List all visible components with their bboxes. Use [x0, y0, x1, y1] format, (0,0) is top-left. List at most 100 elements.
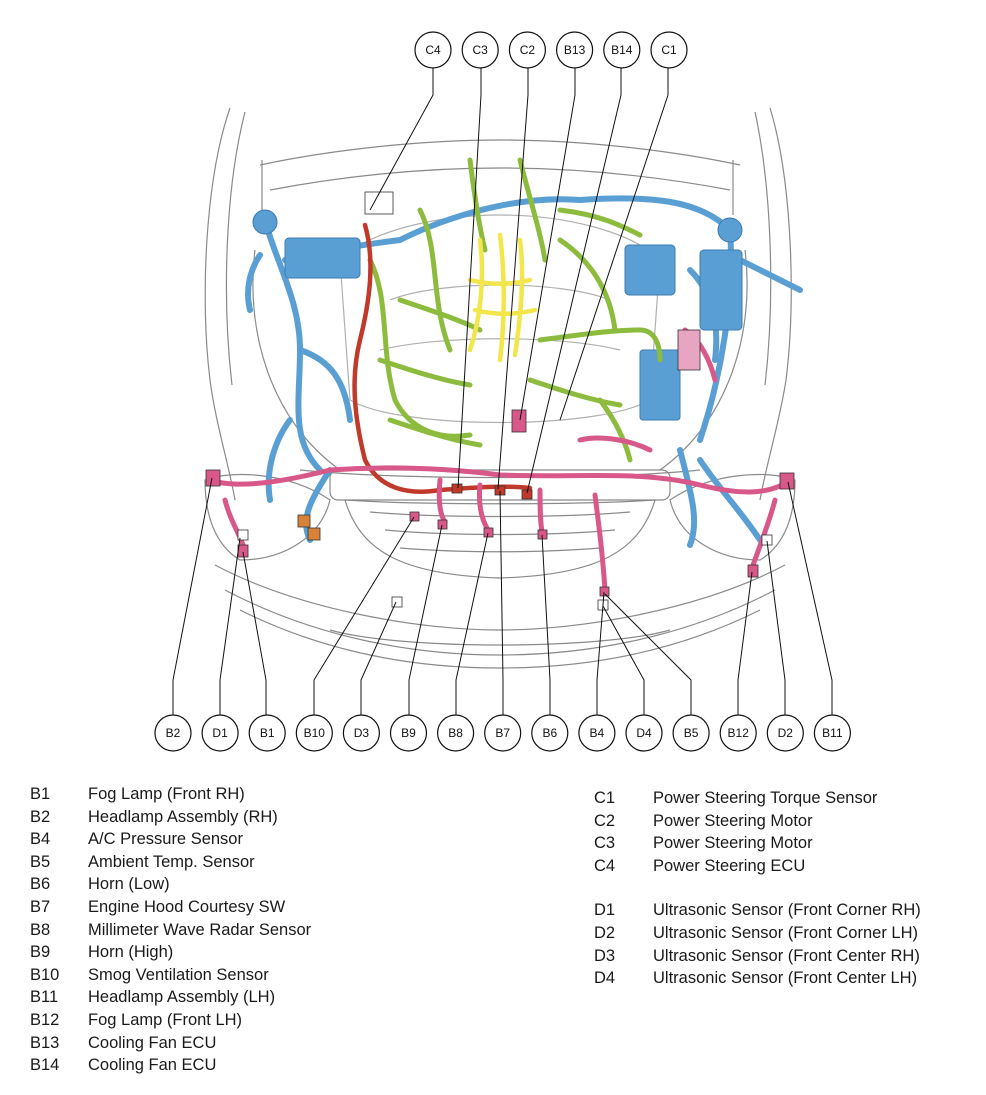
- connector-markers: [205, 191, 795, 611]
- legend-label: Fog Lamp (Front LH): [88, 1010, 243, 1029]
- callout-label: C4: [425, 43, 441, 57]
- callout-label: D2: [778, 726, 794, 740]
- harness-red: [352, 222, 533, 494]
- legend-code: B2: [30, 807, 51, 826]
- legend-code: D1: [594, 901, 616, 920]
- legend-label: Engine Hood Courtesy SW: [88, 897, 286, 916]
- callout-b5: B5: [672, 714, 710, 752]
- legend-row-b8: B8 Millimeter Wave Radar Sensor: [30, 919, 311, 942]
- legend-label: Headlamp Assembly (RH): [88, 807, 278, 826]
- legend-code: B13: [30, 1033, 60, 1052]
- legend-label: Fog Lamp (Front RH): [88, 785, 245, 803]
- legend-label: Power Steering Motor: [653, 834, 813, 853]
- legend-code: C1: [594, 789, 616, 807]
- legend-code: D3: [594, 946, 616, 965]
- callout-circle: [248, 714, 286, 752]
- callout-circle: [461, 31, 499, 69]
- callout-b11: B11: [813, 714, 852, 752]
- callout-c2: C2: [508, 31, 547, 69]
- legend-code: C4: [594, 856, 616, 875]
- legend-code: B4: [30, 830, 51, 849]
- harness-blue-boxes: [252, 209, 743, 421]
- legend-row-b2: B2 Headlamp Assembly (RH): [30, 806, 311, 829]
- legend-code: B8: [30, 920, 51, 939]
- legend-label: A/C Pressure Sensor: [88, 830, 243, 849]
- legend-code: D2: [594, 923, 616, 942]
- legend-gap: [594, 877, 921, 899]
- callout-b9: B9: [389, 714, 428, 752]
- legend-label: Ultrasonic Sensor (Front Center LH): [653, 969, 918, 988]
- legend-code: B6: [30, 875, 51, 894]
- legend-label: Millimeter Wave Radar Sensor: [88, 920, 312, 939]
- callout-d3: D3: [342, 714, 380, 752]
- leader-lines: [172, 68, 833, 716]
- legend-row-b4: B4 A/C Pressure Sensor: [30, 828, 311, 851]
- callout-label: C3: [473, 43, 489, 57]
- legend-label: Horn (Low): [88, 875, 170, 894]
- legend-row-c3: C3 Power Steering Motor: [594, 832, 921, 855]
- callout-label: B8: [448, 726, 463, 740]
- legend-label: Ultrasonic Sensor (Front Corner LH): [653, 923, 918, 942]
- legend-code: C3: [594, 834, 616, 853]
- callout-circle: [201, 714, 239, 752]
- legend-code: C2: [594, 811, 616, 830]
- callout-b14: B14: [603, 31, 641, 69]
- legend-label: Power Steering ECU: [653, 856, 806, 875]
- callout-circle: [484, 714, 522, 752]
- callout-label: B13: [564, 43, 586, 57]
- callout-c1: C1: [650, 31, 688, 69]
- callout-circle: [414, 31, 452, 69]
- callout-circle: [813, 714, 852, 752]
- callout-circle: [389, 714, 428, 752]
- legend-row-c2: C2 Power Steering Motor: [594, 810, 921, 833]
- legend-label: Power Steering Motor: [653, 811, 813, 830]
- callout-b1: B1: [248, 714, 286, 752]
- legend-code: B1: [30, 785, 51, 803]
- callout-circle: [508, 31, 547, 69]
- legend-label: Ambient Temp. Sensor: [88, 852, 255, 871]
- callout-label: B10: [304, 726, 326, 740]
- legend-row-c4: C4 Power Steering ECU: [594, 855, 921, 878]
- callout-label: B4: [590, 726, 605, 740]
- legend-row-b13: B13 Cooling Fan ECU: [30, 1032, 311, 1055]
- callout-label: B11: [822, 726, 843, 740]
- callout-b4: B4: [578, 714, 616, 752]
- callout-circle: [342, 714, 380, 752]
- callout-label: B7: [495, 726, 510, 740]
- callout-c4: C4: [414, 31, 452, 69]
- callout-circle: [603, 31, 641, 69]
- callout-d1: D1: [201, 714, 239, 752]
- callout-c3: C3: [461, 31, 499, 69]
- callout-b12: B12: [719, 714, 757, 752]
- callout-circle: [154, 714, 192, 752]
- callout-label: B5: [684, 726, 699, 740]
- callout-circle: [578, 714, 616, 752]
- callout-circle: [295, 714, 333, 752]
- legend-row-b6: B6 Horn (Low): [30, 873, 311, 896]
- callout-b13: B13: [555, 31, 594, 69]
- legend-label: Cooling Fan ECU: [88, 1033, 217, 1052]
- legend-code: B5: [30, 852, 51, 871]
- callout-label: B2: [166, 726, 181, 740]
- callout-label: B6: [542, 726, 557, 740]
- callout-label: D1: [212, 726, 228, 740]
- legend-row-b1: B1 Fog Lamp (Front RH): [30, 783, 311, 806]
- legend-code: B14: [30, 1056, 60, 1075]
- callout-b7: B7: [484, 714, 522, 752]
- legend-left: B1 Fog Lamp (Front RH) B2 Headlamp Assembly…: [30, 783, 311, 1077]
- callout-label: B1: [260, 726, 275, 740]
- legend-label: Smog Ventilation Sensor: [88, 965, 269, 984]
